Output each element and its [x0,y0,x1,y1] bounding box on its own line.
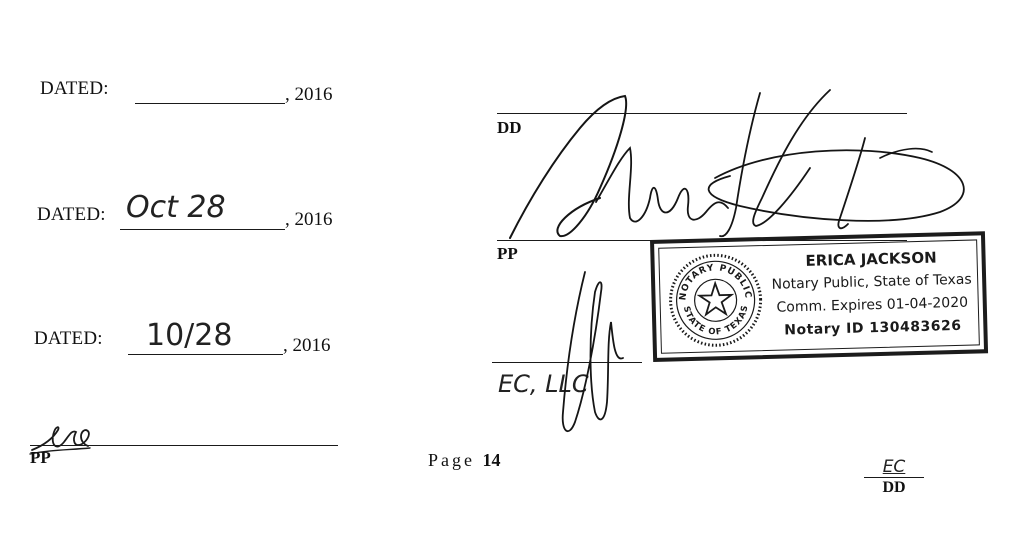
ec-signature-line [492,362,642,363]
dated-label-3: DATED: [34,328,103,349]
page-word: Page [428,450,475,470]
dated-label-1: DATED: [40,78,109,99]
pp-label-right: PP [497,244,518,263]
initials-bottom: DD [882,479,906,496]
notary-stamp-text: ERICA JACKSON Notary Public, State of Te… [758,245,985,343]
page-number: 14 [482,450,501,470]
page-number-footer: Page 14 [428,450,501,471]
initials-block: EC DD [862,458,926,497]
dd-signature-line [497,113,907,114]
notary-stamp: NOTARY PUBLIC STATE OF TEXAS ERICA JACKS… [650,231,989,362]
pp-signature-line [30,445,338,446]
date-handwritten-2: Oct 28 [126,190,226,225]
initials-divider [864,477,924,478]
date-handwritten-3: 10/28 [146,318,233,353]
date-blank-line-3 [128,354,283,355]
ec-llc-handwritten: EC, LLC [498,370,589,398]
star-icon [696,280,735,317]
dated-label-2: DATED: [37,204,106,225]
date-year-1: , 2016 [285,84,333,105]
pp-label-bottom-left: PP [30,448,51,467]
date-year-3: , 2016 [283,335,331,356]
initials-top: EC [882,457,906,477]
pp-signature-line-right [497,240,907,241]
date-blank-line-2 [120,229,285,230]
pp-initials-scribble [29,426,91,455]
notary-seal: NOTARY PUBLIC STATE OF TEXAS [669,253,763,347]
pp-handwritten-signature [509,89,965,239]
ec-handwritten-signature [561,271,624,433]
dd-label: DD [497,118,522,137]
date-blank-line-1 [135,103,285,104]
date-year-2: , 2016 [285,209,333,230]
